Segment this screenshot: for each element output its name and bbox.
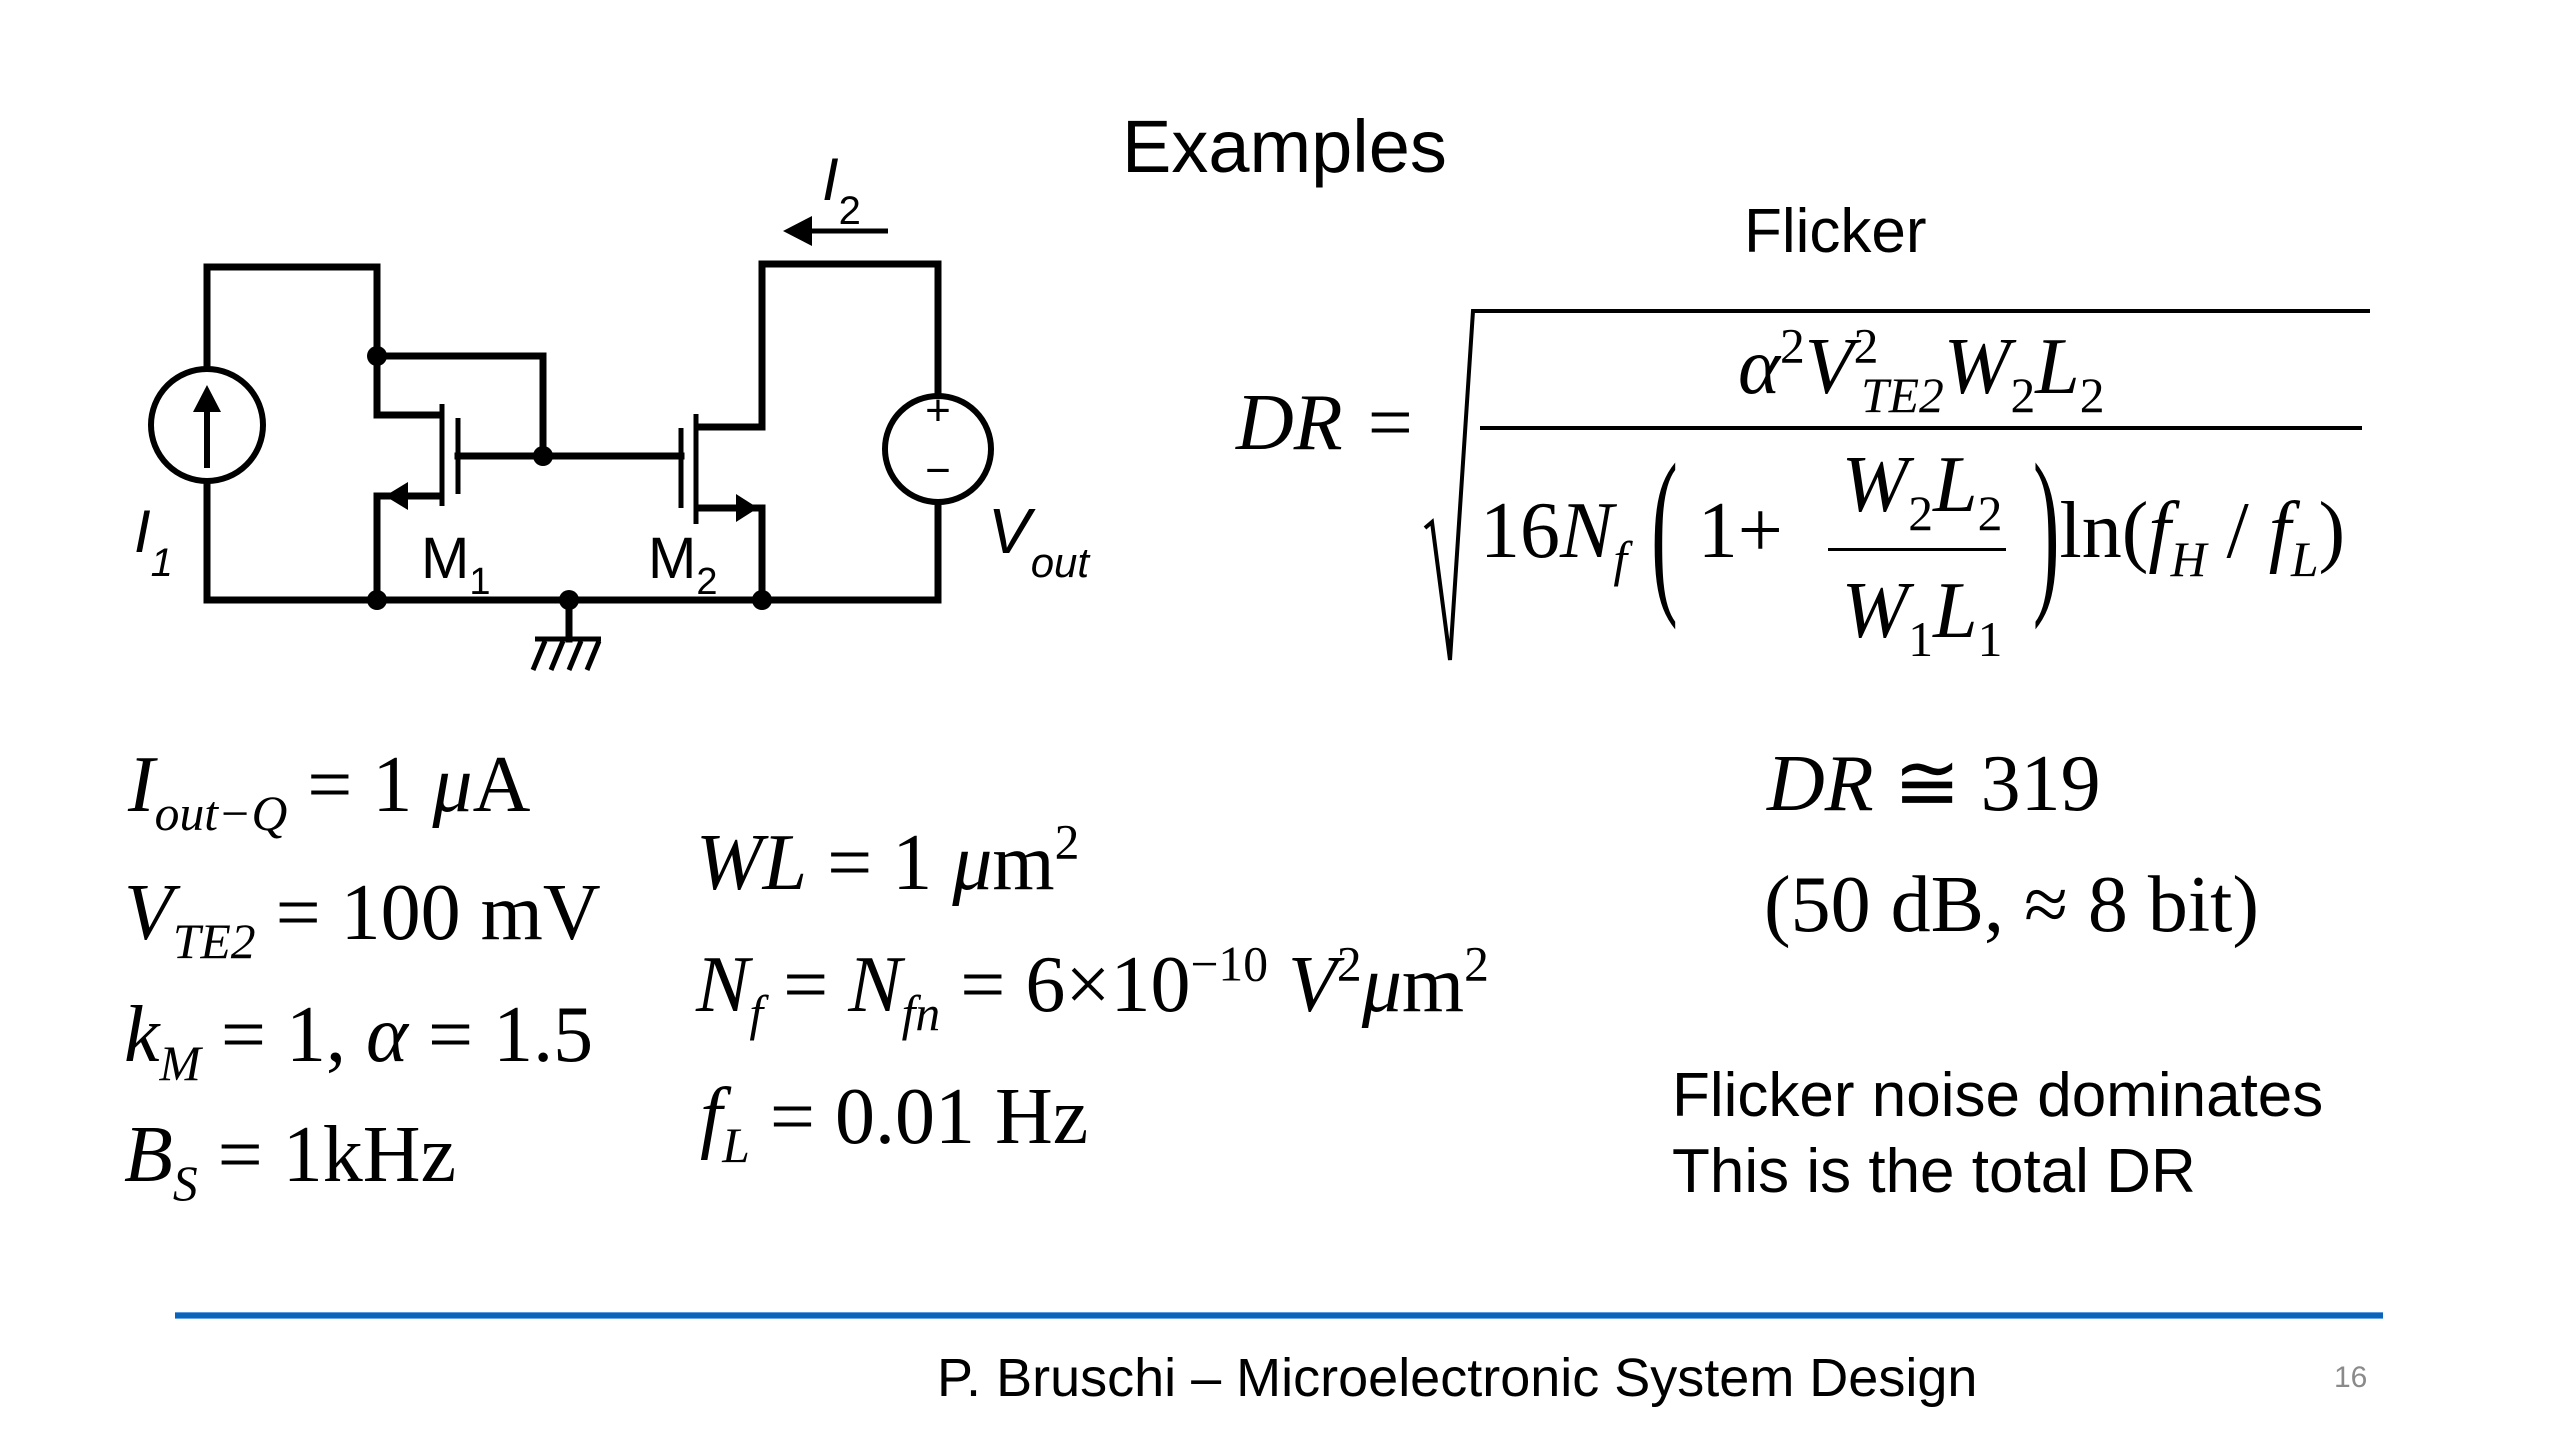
- den-n-sub: f: [1613, 531, 1628, 587]
- inner-den-l-sub: 1: [1977, 611, 2003, 667]
- param-wl: WL = 1 μm2: [696, 814, 1080, 907]
- param-nf: Nf = Nfn = 6×10−10 V2μm2: [696, 936, 1489, 1041]
- note-line-1: Flicker noise dominates: [1672, 1061, 2324, 1130]
- svg-text:I2: I2: [822, 146, 861, 233]
- dr-db-bits: (50 dB, ≈ 8 bit): [1764, 861, 2259, 949]
- den-n: N: [1560, 487, 1614, 575]
- num-l: L: [2035, 323, 2080, 411]
- den-coef: 16: [1480, 487, 1560, 575]
- den-fh-sub: H: [2170, 531, 2207, 587]
- dr-result: DR ≅ 319: [1767, 736, 2101, 830]
- current-source-icon: [148, 366, 266, 484]
- dr-result-lhs: DR: [1767, 740, 1874, 828]
- param-vte2: VTE2 = 100 mV: [124, 869, 601, 969]
- current-mirror-schematic: + − I1 I2 M1 M2 Vout: [134, 146, 1091, 671]
- wire-m2-source: [693, 504, 766, 604]
- den-ln: ln(: [2059, 487, 2149, 575]
- footer-divider: [175, 1312, 2383, 1319]
- param-fl: fL = 0.01 Hz: [700, 1073, 1089, 1173]
- section-label-flicker: Flicker: [1744, 197, 1927, 266]
- num-v-sub: TE2: [1861, 367, 1944, 423]
- param-iout-q: Iout−Q = 1 μA: [128, 741, 531, 841]
- wire-m1-source: [373, 492, 445, 604]
- label-vout-sub: out: [1031, 539, 1092, 586]
- junction-dot: [752, 590, 772, 610]
- label-i2: I: [822, 146, 839, 213]
- den-fh: f: [2148, 487, 2171, 575]
- label-vout: V: [988, 495, 1036, 567]
- inner-fraction-denominator: W1L1: [1822, 566, 2022, 664]
- label-m2-sub: 2: [696, 561, 717, 603]
- plus-sign: +: [925, 386, 951, 435]
- footer-author-course: P. Bruschi – Microelectronic System Desi…: [937, 1348, 1978, 1408]
- inner-fraction-numerator: W2L2: [1822, 440, 2022, 538]
- radical-sign-icon: [1423, 309, 2370, 661]
- page-number: 16: [2334, 1361, 2368, 1394]
- inner-num-l: L: [1933, 441, 1978, 529]
- m1-source-arrow-icon: [385, 482, 408, 510]
- transistor-m2: [678, 414, 699, 524]
- ground-icon: [530, 636, 602, 671]
- num-v: V: [1804, 323, 1854, 411]
- label-m1: M: [421, 526, 469, 591]
- label-i1: I: [134, 498, 151, 565]
- den-slash: /: [2206, 487, 2269, 575]
- inner-num-w: W: [1841, 441, 1909, 529]
- inner-num-w-sub: 2: [1908, 485, 1934, 541]
- minus-sign: −: [925, 446, 951, 495]
- formula-radical: [1423, 309, 2370, 661]
- wire-diode-connection: [373, 352, 547, 460]
- formula-lhs: DR =: [1236, 379, 1417, 467]
- label-m1-sub: 1: [469, 561, 490, 603]
- num-l-sub: 2: [2079, 367, 2105, 423]
- svg-text:Vout: Vout: [988, 495, 1091, 586]
- num-w: W: [1943, 323, 2011, 411]
- m2-source-arrow-icon: [736, 494, 758, 522]
- den-one-plus: 1+: [1697, 487, 1783, 575]
- wire-m2-drain: [693, 260, 942, 431]
- den-fl-sub: L: [2290, 531, 2319, 587]
- inner-num-l-sub: 2: [1977, 485, 2003, 541]
- inner-den-w-sub: 1: [1908, 611, 1934, 667]
- inner-fraction-bar: [1828, 548, 2006, 551]
- inner-den-w: W: [1841, 567, 1909, 655]
- den-close-paren: ): [2032, 429, 2060, 632]
- num-v-exp: 2: [1853, 318, 1879, 374]
- den-ln-close: ): [2318, 487, 2346, 575]
- formula-denominator: 16Nf ( 1+ )ln(fH / fL): [1480, 429, 2346, 631]
- junction-dot: [533, 446, 553, 466]
- label-i2-sub: 2: [839, 189, 861, 233]
- num-w-sub: 2: [2010, 367, 2036, 423]
- wire-left-loop: [203, 263, 445, 419]
- label-i1-sub: 1: [151, 541, 173, 585]
- inner-den-l: L: [1933, 567, 1978, 655]
- svg-text:M1: M1: [421, 526, 490, 603]
- param-km-alpha: kM = 1, α = 1.5: [124, 991, 594, 1091]
- param-bs: BS = 1kHz: [124, 1111, 457, 1211]
- junction-dot: [367, 590, 387, 610]
- num-alpha-exp: 2: [1780, 318, 1805, 374]
- voltage-source-icon: [882, 393, 994, 505]
- junction-dot: [367, 346, 387, 366]
- inner-fraction: W2L2 W1L1: [1822, 440, 2022, 670]
- transistor-m1: [439, 404, 461, 506]
- note-line-2: This is the total DR: [1672, 1137, 2196, 1206]
- junction-dot: [559, 590, 579, 610]
- i2-arrow-icon: [783, 216, 812, 246]
- svg-text:M2: M2: [648, 526, 717, 603]
- label-m2: M: [648, 526, 696, 591]
- den-open-paren: (: [1651, 429, 1678, 632]
- dr-result-value: ≅ 319: [1873, 740, 2101, 828]
- den-fl: f: [2268, 487, 2291, 575]
- slide-title: Examples: [1122, 105, 1447, 188]
- formula-numerator: α2V2TE2W2L2: [1738, 321, 2105, 420]
- svg-text:I1: I1: [134, 498, 173, 585]
- num-alpha: α: [1738, 323, 1780, 411]
